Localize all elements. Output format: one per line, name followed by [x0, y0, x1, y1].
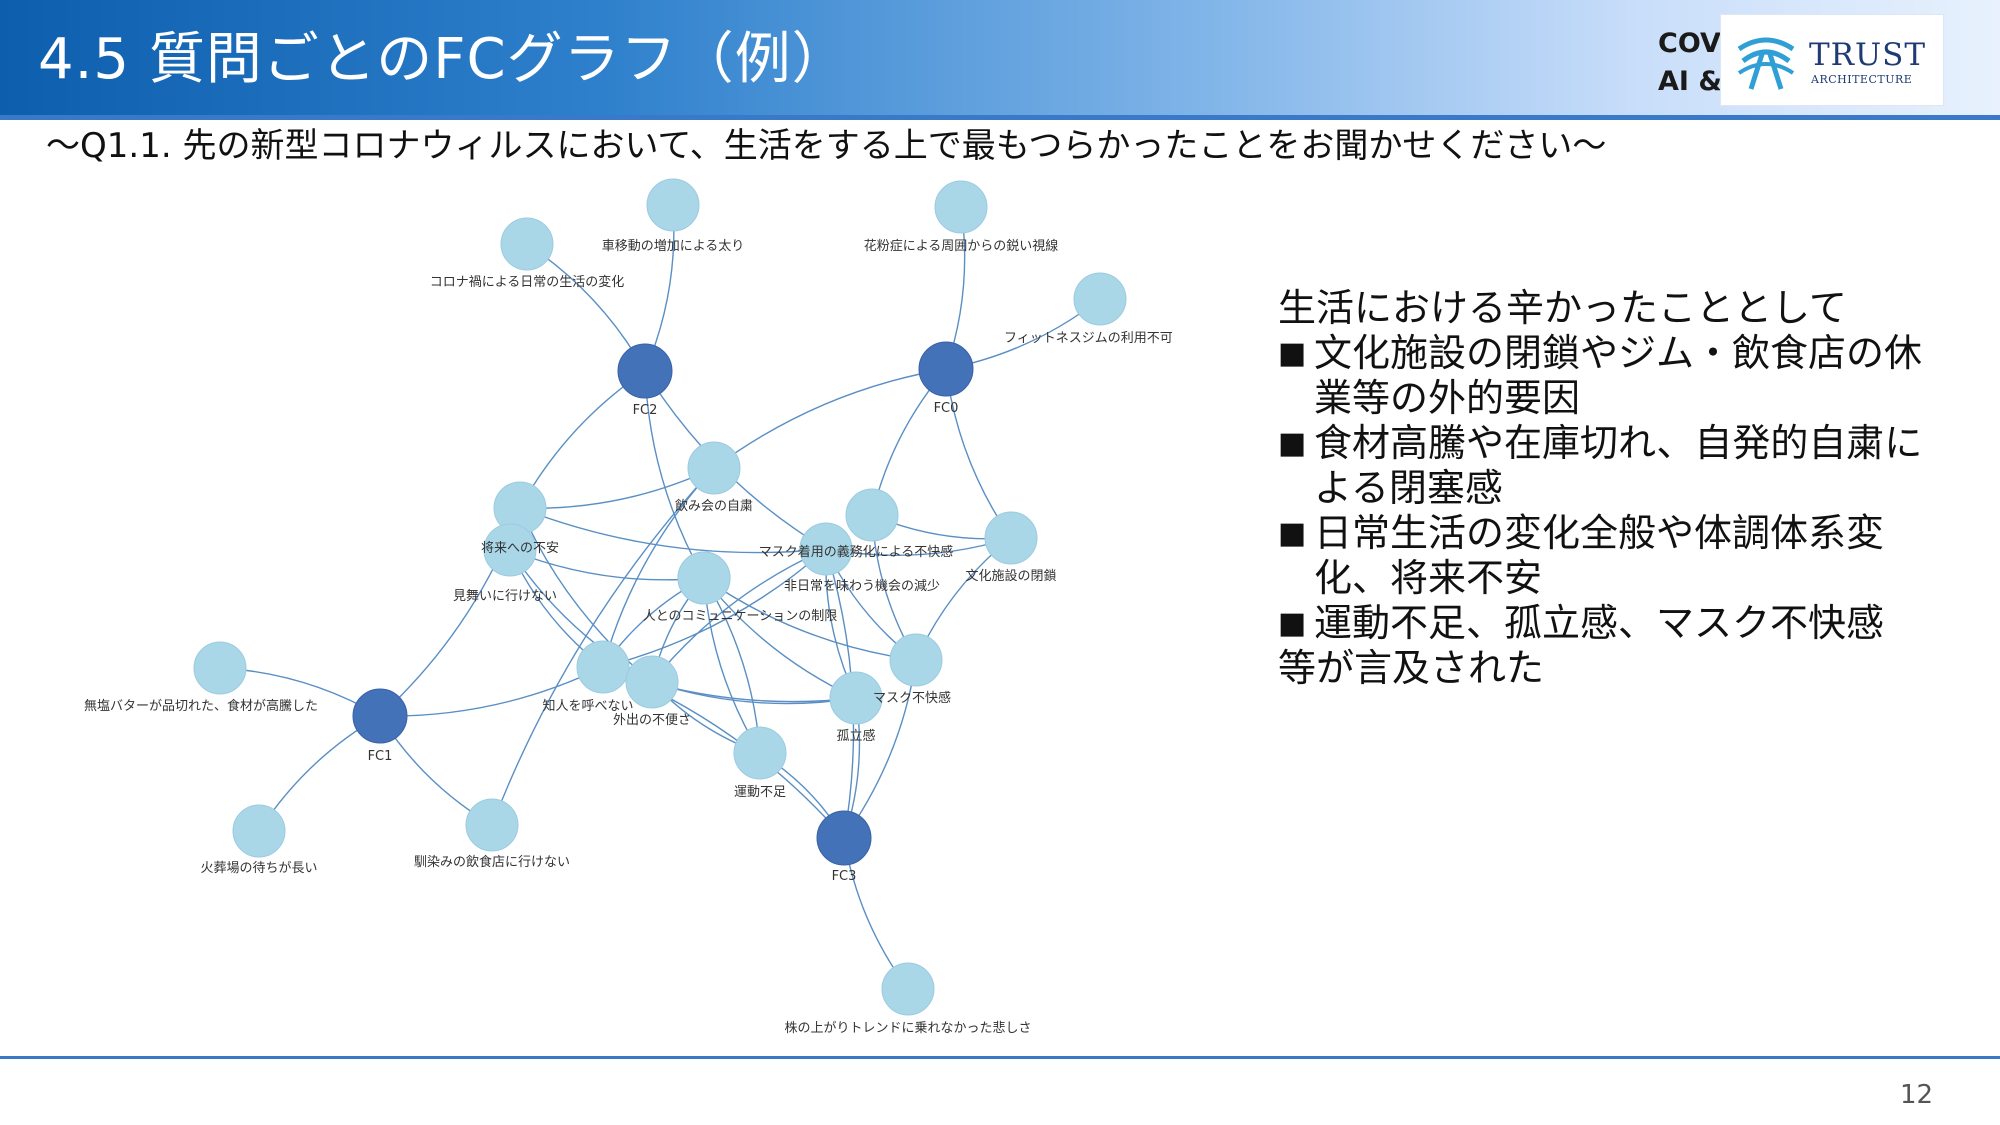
summary-intro: 生活における辛かったこととして — [1278, 286, 1847, 330]
trust-architecture-logo: TRUST ARCHITECTURE — [1720, 14, 1944, 106]
square-bullet-icon: ■ — [1278, 516, 1307, 551]
concept-node-label: 株の上がりトレンドに乗れなかった悲しさ — [784, 1020, 1031, 1036]
concept-node-label: 火葬場の待ちが長い — [200, 861, 317, 876]
summary-bullet-text: 文化施設の閉鎖やジム・飲食店の休業等の外的要因 — [1314, 331, 1923, 420]
concept-node-label: 外出の不便さ — [613, 713, 691, 728]
summary-bullet-text: 食材高騰や在庫切れ、自発的自粛による閉塞感 — [1314, 421, 1923, 510]
summary-bullet-text: 日常生活の変化全般や体調体系変化、将来不安 — [1314, 511, 1885, 600]
graph-edge — [703, 577, 917, 661]
concept-node[interactable] — [799, 522, 853, 576]
fc-node[interactable] — [617, 343, 673, 399]
concept-node-label: 将来への不安 — [481, 541, 559, 556]
concept-node[interactable] — [232, 804, 286, 858]
summary-bullet-text: 運動不足、孤立感、マスク不快感 — [1314, 601, 1885, 645]
summary-bullet: ■ 日常生活の変化全般や体調体系変化、将来不安 — [1278, 511, 1938, 601]
concept-node-label: コロナ禍による日常の生活の変化 — [430, 274, 625, 290]
concept-node[interactable] — [646, 178, 700, 232]
fc-node[interactable] — [918, 341, 974, 397]
page-number: 12 — [1900, 1080, 1934, 1110]
fc-node[interactable] — [352, 688, 408, 744]
org-name-line1: COVI — [1658, 28, 1731, 59]
concept-node-label: 文化施設の閉鎖 — [965, 568, 1056, 584]
concept-node[interactable] — [1073, 272, 1127, 326]
concept-node[interactable] — [829, 671, 883, 725]
concept-node-label: 人とのコミュニケーションの制限 — [643, 609, 838, 624]
graph-edges — [219, 204, 1101, 990]
graph-edge — [651, 548, 827, 683]
concept-node-label: 見舞いに行けない — [453, 589, 557, 604]
square-bullet-icon: ■ — [1278, 336, 1307, 371]
question-text: ～Q1.1. 先の新型コロナウィルスにおいて、生活をする上で最もつらかったことを… — [46, 126, 1607, 166]
concept-node[interactable] — [465, 798, 519, 852]
graph-edge — [491, 467, 715, 826]
logo-wordmark: TRUST — [1809, 37, 1927, 73]
concept-node-label: 車移動の増加による太り — [602, 239, 745, 254]
graph-edge — [519, 370, 646, 509]
square-bullet-icon: ■ — [1278, 426, 1307, 461]
concept-node-label: 花粉症による周囲からの鋭い視線 — [864, 238, 1059, 254]
concept-node[interactable] — [576, 640, 630, 694]
graph-edge — [713, 368, 947, 469]
logo-mark-icon — [1737, 37, 1795, 90]
graph-edge — [379, 666, 604, 717]
concept-node[interactable] — [845, 488, 899, 542]
fc-node-label: FC2 — [633, 403, 658, 418]
concept-node-label: フィットネスジムの利用不可 — [1004, 331, 1173, 346]
footer-divider — [0, 1056, 2000, 1059]
concept-node[interactable] — [193, 641, 247, 695]
summary-bullet: ■ 食材高騰や在庫切れ、自発的自粛による閉塞感 — [1278, 421, 1938, 511]
graph-edge — [519, 507, 827, 554]
fc-node-label: FC3 — [832, 869, 857, 884]
concept-node[interactable] — [881, 962, 935, 1016]
graph-edge — [602, 548, 827, 668]
concept-node[interactable] — [687, 441, 741, 495]
graph-nodes — [193, 178, 1127, 1016]
concept-node[interactable] — [625, 655, 679, 709]
graph-edge — [703, 577, 857, 699]
concept-node[interactable] — [934, 180, 988, 234]
graph-edge — [519, 507, 653, 683]
concept-node[interactable] — [483, 523, 537, 577]
slide-title: 4.5 質問ごとのFCグラフ（例） — [38, 27, 849, 92]
fc-node-label: FC1 — [368, 749, 393, 764]
concept-node-label: 無塩バターが品切れた、食材が高騰した — [84, 698, 318, 714]
concept-node-label: 孤立感 — [836, 728, 875, 744]
slide-header — [0, 0, 2000, 115]
summary-panel: 生活における辛かったこととして ■ 文化施設の閉鎖やジム・飲食店の休業等の外的要… — [1278, 286, 1938, 691]
concept-node-label: 非日常を味わう機会の減少 — [784, 578, 940, 594]
summary-outro: 等が言及された — [1278, 646, 1545, 690]
logo-subtitle: ARCHITECTURE — [1811, 73, 1913, 86]
summary-bullet: ■ 文化施設の閉鎖やジム・飲食店の休業等の外的要因 — [1278, 331, 1938, 421]
concept-node[interactable] — [889, 633, 943, 687]
concept-node[interactable] — [677, 551, 731, 605]
square-bullet-icon: ■ — [1278, 606, 1307, 641]
org-name-line2: AI & — [1658, 66, 1722, 97]
concept-node-label: 飲み会の自粛 — [675, 498, 753, 514]
concept-node-label: 運動不足 — [734, 785, 786, 800]
header-divider — [0, 115, 2000, 120]
fc-node-label: FC0 — [934, 401, 959, 416]
concept-node[interactable] — [733, 726, 787, 780]
concept-node-label: 馴染みの飲食店に行けない — [414, 854, 570, 870]
concept-node[interactable] — [500, 217, 554, 271]
concept-node-label: マスク着用の義務化による不快感 — [759, 544, 954, 560]
summary-bullet: ■ 運動不足、孤立感、マスク不快感 — [1278, 601, 1938, 646]
concept-node[interactable] — [984, 511, 1038, 565]
concept-node-label: マスク不快感 — [873, 690, 951, 706]
fc-node[interactable] — [816, 810, 872, 866]
concept-node-label: 知人を呼べない — [542, 698, 633, 714]
